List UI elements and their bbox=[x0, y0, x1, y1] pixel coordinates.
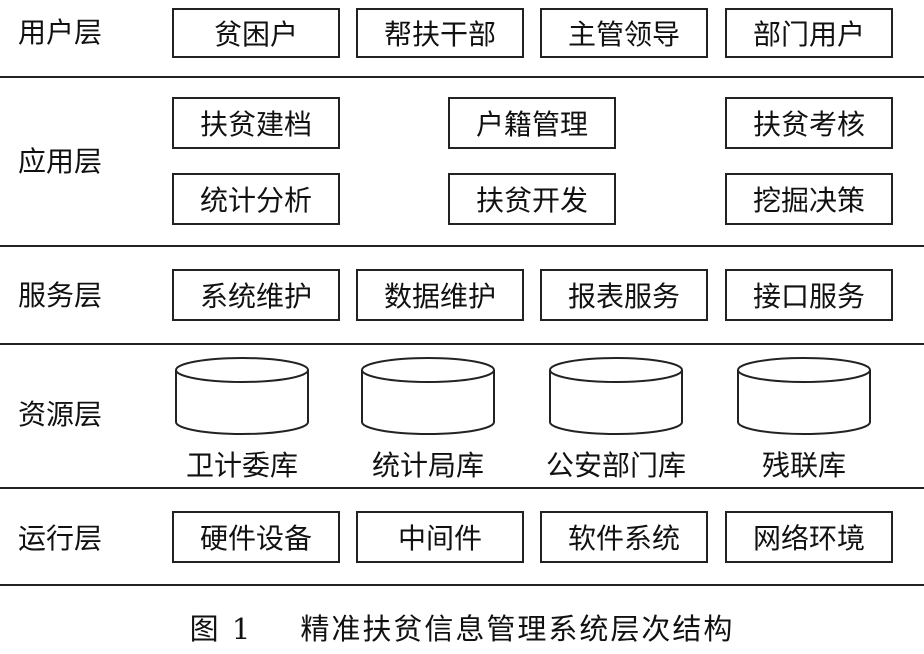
app-box-statistics: 统计分析 bbox=[172, 173, 340, 225]
service-box-system-maintenance: 系统维护 bbox=[172, 269, 340, 321]
runtime-box-hardware: 硬件设备 bbox=[172, 511, 340, 563]
database-cylinder-icon bbox=[549, 357, 683, 435]
app-box-development: 扶贫开发 bbox=[448, 173, 616, 225]
runtime-box-network: 网络环境 bbox=[725, 511, 893, 563]
divider-line bbox=[0, 584, 924, 586]
app-box-mining-decision: 挖掘决策 bbox=[725, 173, 893, 225]
layer-label-app: 应用层 bbox=[18, 145, 103, 178]
runtime-box-middleware: 中间件 bbox=[356, 511, 524, 563]
layer-label-service: 服务层 bbox=[18, 279, 103, 312]
figure-number: 图 1 bbox=[189, 612, 253, 646]
database-cylinder-icon bbox=[361, 357, 495, 435]
database-cylinder-icon bbox=[737, 357, 871, 435]
app-box-household-registry: 户籍管理 bbox=[448, 97, 616, 149]
db-label-public-security: 公安部门库 bbox=[545, 449, 686, 482]
layer-label-user: 用户层 bbox=[18, 16, 103, 49]
runtime-box-software: 软件系统 bbox=[540, 511, 708, 563]
divider-line bbox=[0, 487, 924, 489]
divider-line bbox=[0, 76, 924, 78]
user-box-leader: 主管领导 bbox=[540, 8, 708, 58]
divider-line bbox=[0, 245, 924, 247]
app-box-archive: 扶贫建档 bbox=[172, 97, 340, 149]
db-label-disabled-federation: 残联库 bbox=[761, 449, 846, 482]
user-box-department: 部门用户 bbox=[725, 8, 893, 58]
database-cylinder-icon bbox=[175, 357, 309, 435]
db-label-health-commission: 卫计委库 bbox=[185, 449, 298, 482]
service-box-data-maintenance: 数据维护 bbox=[356, 269, 524, 321]
user-box-aid-cadre: 帮扶干部 bbox=[356, 8, 524, 58]
app-box-assessment: 扶贫考核 bbox=[725, 97, 893, 149]
layer-label-resource: 资源层 bbox=[18, 398, 103, 431]
user-box-poor-household: 贫困户 bbox=[172, 8, 340, 58]
divider-line bbox=[0, 343, 924, 345]
layer-label-runtime: 运行层 bbox=[18, 522, 103, 555]
figure-caption: 图 1 精准扶贫信息管理系统层次结构 bbox=[0, 606, 924, 648]
figure-title: 精准扶贫信息管理系统层次结构 bbox=[300, 612, 735, 646]
db-label-statistics-bureau: 统计局库 bbox=[371, 449, 484, 482]
service-box-interface-service: 接口服务 bbox=[725, 269, 893, 321]
service-box-report-service: 报表服务 bbox=[540, 269, 708, 321]
